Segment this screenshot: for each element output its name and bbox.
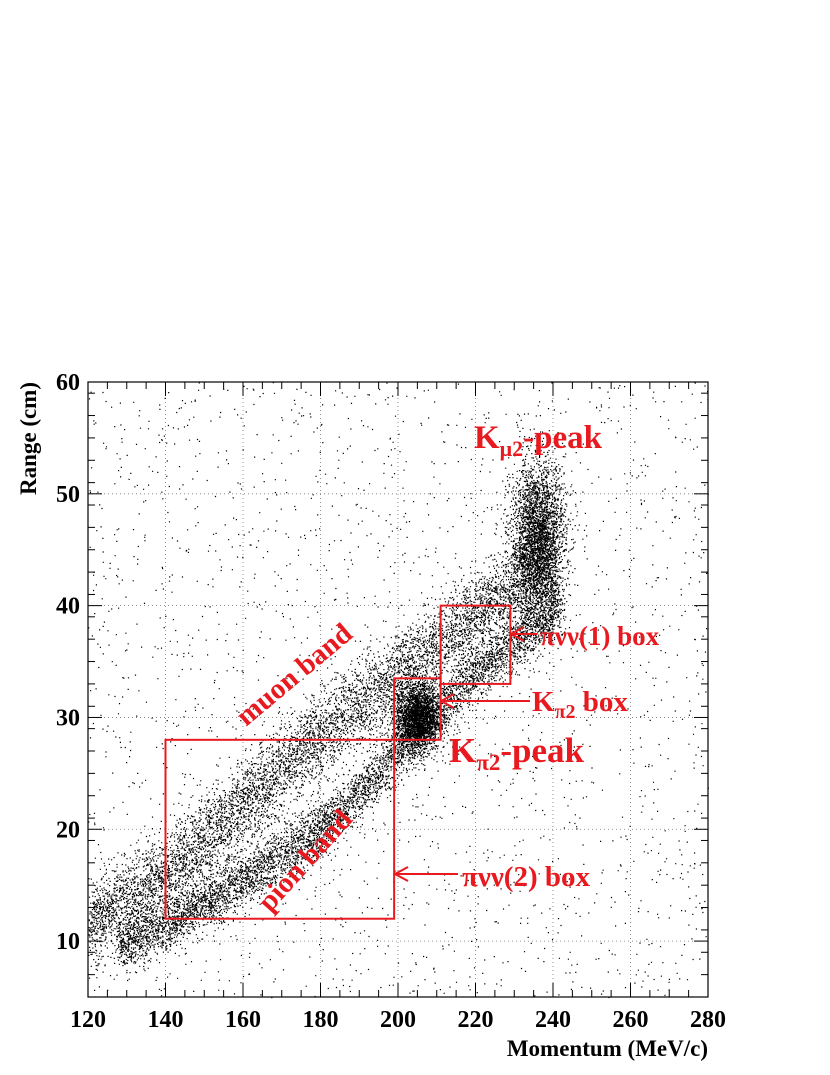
- kpi2-box-sub: π2: [555, 701, 576, 723]
- x-tick-label: 140: [148, 1007, 184, 1033]
- kpi2-peak-sub: π2: [476, 750, 500, 775]
- pnn1-arrow-head: [508, 626, 525, 642]
- y-tick-label: 60: [56, 370, 80, 396]
- kpi2-peak-main: K: [449, 731, 476, 770]
- kpi2-box: [393, 677, 442, 741]
- muon-band-label: muon band: [230, 617, 359, 732]
- scatter-points: [88, 382, 709, 999]
- y-tick-label: 20: [56, 817, 80, 843]
- kpi2-peak-label: Kπ2-peak: [449, 731, 584, 775]
- y-tick-label: 10: [56, 929, 80, 955]
- kmu2-peak-main: K: [474, 420, 500, 456]
- kpi2-peak-rest: -peak: [500, 731, 584, 770]
- grid-lines: [88, 382, 708, 997]
- selection-boxes: [164, 604, 512, 920]
- data-points: [88, 382, 709, 999]
- kpi2-box-main: K: [532, 686, 555, 718]
- x-tick-label: 160: [225, 1007, 261, 1033]
- kpi2-box-label: Kπ2 box: [532, 686, 628, 723]
- annotation-arrows: [392, 626, 537, 882]
- pnn2-arrow-head: [392, 866, 409, 882]
- kmu2-peak-label: Kμ2-peak: [474, 420, 603, 461]
- pnn2-box-label: πνν(2) box: [462, 861, 590, 893]
- pion-band-label: pion band: [251, 803, 358, 917]
- pnn1-box: [439, 604, 512, 685]
- pnn1-box-label: πνν(1) box: [540, 621, 660, 651]
- x-tick-label: 200: [380, 1007, 416, 1033]
- tick-labels: 120 140 160 180 200 220 240 260 280 10 20 30 40 50 60: [56, 370, 726, 1033]
- x-tick-label: 220: [458, 1007, 494, 1033]
- x-tick-label: 280: [690, 1007, 726, 1033]
- y-tick-label: 40: [56, 594, 80, 620]
- x-tick-label: 180: [303, 1007, 339, 1033]
- y-axis-title: Range (cm): [16, 382, 41, 495]
- x-tick-label: 120: [70, 1007, 106, 1033]
- kpi2-box-rest: box: [576, 686, 629, 718]
- x-tick-label: 240: [535, 1007, 571, 1033]
- kmu2-peak-rest: -peak: [523, 420, 602, 456]
- kmu2-peak-sub: μ2: [500, 436, 523, 461]
- y-tick-label: 30: [56, 705, 80, 731]
- y-tick-label: 50: [56, 482, 80, 508]
- x-tick-label: 260: [613, 1007, 649, 1033]
- x-axis-title: Momentum (MeV/c): [507, 1036, 708, 1061]
- pnn2-box: [164, 738, 396, 920]
- kpi2-box-arrow-head: [438, 693, 455, 709]
- axis-ticks: [87, 381, 709, 998]
